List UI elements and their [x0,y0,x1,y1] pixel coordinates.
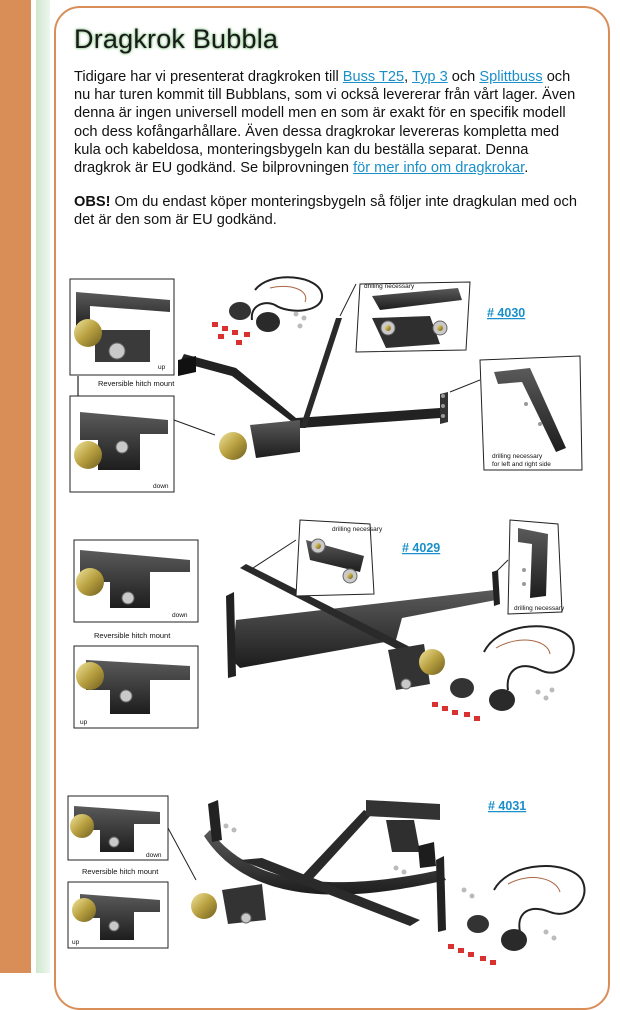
label-4029-down: down [172,612,188,619]
obs-paragraph: OBS! Om du endast köper monteringsbygeln… [74,193,589,229]
inset-4029-drilling: drilling necessary [295,519,383,597]
inset-4030-up: up [69,278,175,376]
inset-4029-side: drilling necessary [507,519,565,615]
inset-4029-down: down [73,539,199,623]
wiring-kit-4029 [432,625,575,721]
label-4031-down: down [146,852,162,859]
inset-4031-up: up [67,881,169,949]
left-white-stripe [31,0,36,973]
hitch-frame-4030 [178,318,448,460]
label-4030-drill-side-1: drilling necessary [492,453,543,460]
product-4030-illustration: up Reversible hitch mount down [69,276,583,493]
link-buss-t25[interactable]: Buss T25 [342,69,405,85]
inset-4031-down: down [67,795,169,861]
hitch-frame-4029 [226,564,500,690]
part-number-4031[interactable]: # 4031 [488,799,526,813]
intro-text-4: . [524,160,529,177]
link-info-dragkrokar[interactable]: för mer info om dragkrokar [353,160,525,177]
label-4031-reversible: Reversible hitch mount [82,867,159,876]
label-4031-up: up [72,939,80,946]
inset-4030-side: drilling necessary for left and right si… [479,355,583,471]
label-4030-reversible: Reversible hitch mount [98,379,175,388]
label-4029-reversible: Reversible hitch mount [94,631,171,640]
intro-text-3: och nu har turen kommit till Bubblans, s… [74,69,576,177]
page-title: Dragkrok Bubbla [74,24,279,54]
label-4030-down: down [153,483,169,490]
link-typ-3[interactable]: Typ 3 [412,69,448,85]
product-4029-illustration: down Reversible hitch mount up drilling … [73,519,575,729]
link-splittbuss[interactable]: Splittbuss [479,69,543,85]
label-4029-up: up [80,719,88,726]
inset-4030-drilling: drilling necessary [355,281,471,353]
inset-4029-up: up [73,645,199,729]
intro-sep: , [404,69,413,85]
product-4031-illustration: down Reversible hitch mount up # 4031 [67,795,586,965]
label-4030-drill-side-2: for left and right side [492,461,551,468]
part-number-4029[interactable]: # 4029 [402,541,440,555]
label-4030-up: up [158,364,166,371]
obs-label: OBS! [74,194,111,210]
part-number-4030[interactable]: # 4030 [487,306,525,320]
label-4029-drill-top: drilling necessary [332,526,383,533]
label-4030-drill-top: drilling necessary [364,283,415,290]
inset-4030-down: down [69,395,175,493]
label-4029-drill-side: drilling necessary [514,605,565,612]
intro-paragraph: Tidigare har vi presenterat dragkroken t… [74,68,589,177]
obs-text: Om du endast köper monteringsbygeln så f… [74,194,577,229]
hitch-frame-4031 [191,800,446,932]
wiring-kit-4030 [212,276,323,345]
left-orange-stripe [0,0,31,973]
left-green-stripe [36,0,50,973]
wiring-kit-4031 [223,823,586,965]
intro-text-2: och [447,69,480,85]
intro-text-1: Tidigare har vi presenterat dragkroken t… [74,69,343,85]
product-illustrations: up Reversible hitch mount down [67,276,586,965]
